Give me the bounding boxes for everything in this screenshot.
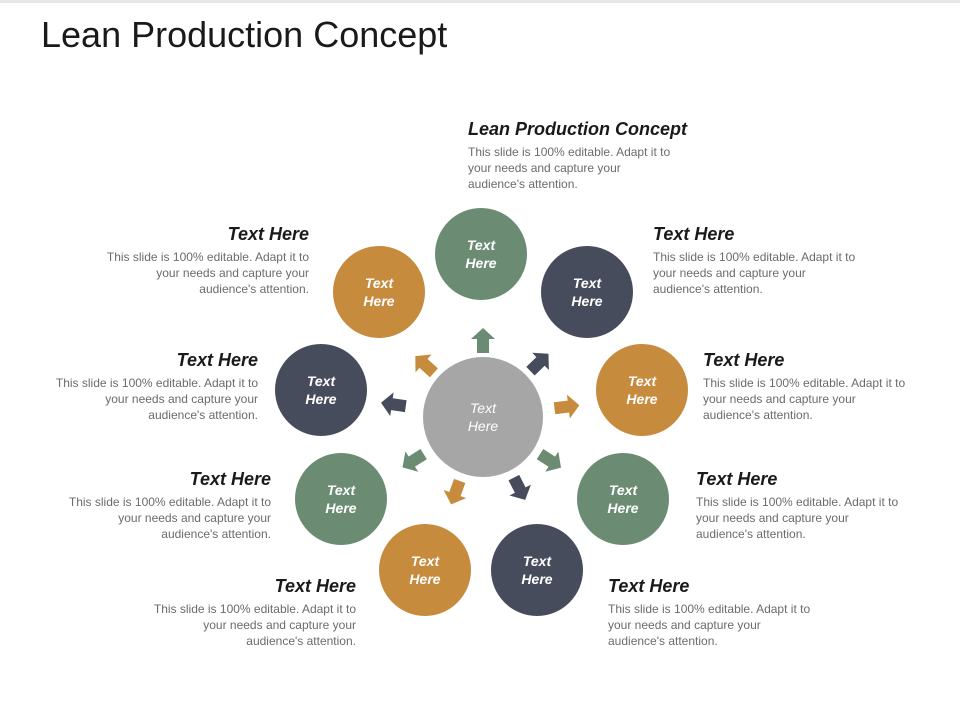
block-heading: Text Here (703, 350, 785, 370)
block-heading: Text Here (274, 576, 356, 596)
circle-label-line2: Here (325, 500, 357, 516)
block-heading: Text Here (189, 469, 271, 489)
arrow-top-right-icon (526, 352, 549, 376)
text-block-lower-right: Text Here This slide is 100% editable. A… (696, 468, 908, 542)
circle-label-line1: Text (306, 373, 336, 389)
text-block-top: Lean Production Concept This slide is 10… (468, 118, 708, 192)
arrow-top-icon (471, 328, 495, 353)
block-heading: Text Here (696, 469, 778, 489)
center-label-line1: Text (470, 400, 496, 416)
circle-label-line1: Text (364, 275, 394, 291)
circle-label-line2: Here (571, 293, 603, 309)
block-text: This slide is 100% editable. Adapt it to… (106, 250, 309, 296)
circle-label-line2: Here (305, 391, 337, 407)
arrow-left-icon (381, 392, 407, 417)
circle-label-line2: Here (465, 255, 497, 271)
circle-label-line2: Here (409, 571, 441, 587)
arrow-top-left-icon (415, 354, 438, 378)
text-block-top-left: Text Here This slide is 100% editable. A… (97, 223, 309, 297)
circle-label-line1: Text (572, 275, 602, 291)
circle-label-line2: Here (363, 293, 395, 309)
circle-label-line2: Here (607, 500, 639, 516)
text-block-top-right: Text Here This slide is 100% editable. A… (653, 223, 865, 297)
circle-label-line1: Text (466, 237, 496, 253)
circle-label-line2: Here (626, 391, 658, 407)
arrow-lower-right-icon (536, 449, 562, 472)
block-heading: Text Here (227, 224, 309, 244)
block-text: This slide is 100% editable. Adapt it to… (153, 602, 356, 648)
block-text: This slide is 100% editable. Adapt it to… (55, 376, 258, 422)
top-border (0, 0, 960, 3)
arrow-bottom-right-icon (508, 474, 531, 500)
circle-label-line1: Text (608, 482, 638, 498)
block-heading: Text Here (653, 224, 735, 244)
block-text: This slide is 100% editable. Adapt it to… (653, 250, 856, 296)
circle-label-line2: Here (521, 571, 553, 587)
text-block-left: Text Here This slide is 100% editable. A… (46, 349, 258, 423)
text-block-right: Text Here This slide is 100% editable. A… (703, 349, 915, 423)
block-heading: Lean Production Concept (468, 119, 688, 139)
text-block-lower-left: Text Here This slide is 100% editable. A… (59, 468, 271, 542)
block-text: This slide is 100% editable. Adapt it to… (703, 376, 906, 422)
block-text: This slide is 100% editable. Adapt it to… (68, 495, 271, 541)
block-heading: Text Here (176, 350, 258, 370)
circle-label-line1: Text (410, 553, 440, 569)
block-text: This slide is 100% editable. Adapt it to… (696, 495, 899, 541)
text-block-bottom-left: Text Here This slide is 100% editable. A… (144, 575, 356, 649)
block-heading: Text Here (608, 576, 690, 596)
circle-label-line1: Text (326, 482, 356, 498)
circle-label-line1: Text (627, 373, 657, 389)
arrow-lower-left-icon (402, 449, 427, 472)
block-text: This slide is 100% editable. Adapt it to… (608, 602, 811, 648)
arrow-right-icon (553, 394, 580, 419)
center-label-line2: Here (467, 418, 499, 434)
arrow-bottom-left-icon (443, 478, 467, 505)
slide-title: Lean Production Concept (41, 14, 448, 55)
block-text: This slide is 100% editable. Adapt it to… (468, 145, 671, 191)
circle-label-line1: Text (522, 553, 552, 569)
text-block-bottom-right: Text Here This slide is 100% editable. A… (608, 575, 820, 649)
